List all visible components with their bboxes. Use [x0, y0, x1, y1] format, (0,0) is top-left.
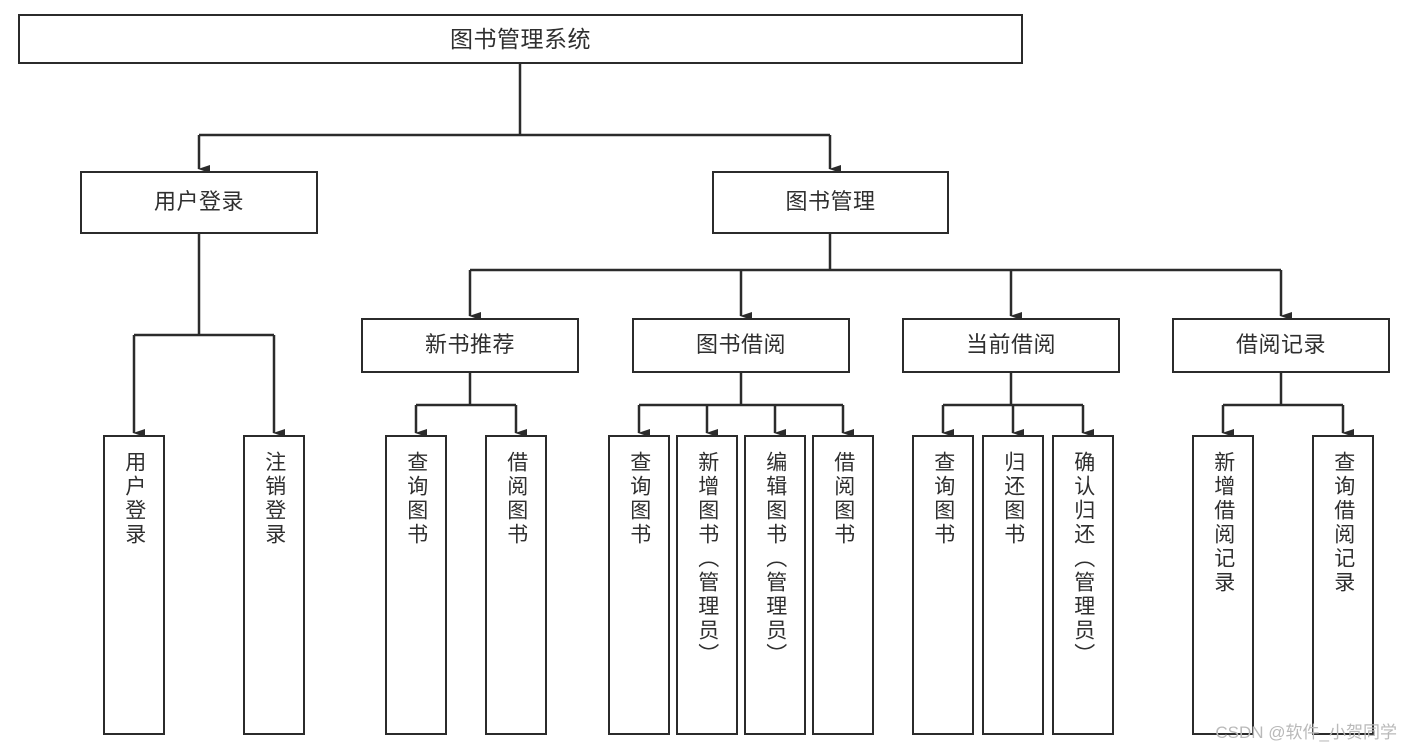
node-label-leaf-user-logout: 注销登录 — [262, 451, 286, 547]
node-label-leaf-bb-edit: 编辑图书（管理员） — [763, 451, 787, 667]
node-leaf-cb-return[interactable]: 归还图书 — [982, 435, 1044, 735]
node-label-leaf-cb-confirm: 确认归还（管理员） — [1071, 451, 1095, 667]
node-leaf-user-login[interactable]: 用户登录 — [103, 435, 165, 735]
node-label-leaf-bb-add: 新增图书（管理员） — [695, 451, 719, 667]
node-label-leaf-rec-query: 查询图书 — [404, 451, 428, 547]
node-label-leaf-br-query: 查询借阅记录 — [1331, 451, 1355, 595]
node-label-leaf-bb-borrow: 借阅图书 — [831, 451, 855, 547]
node-leaf-br-add[interactable]: 新增借阅记录 — [1192, 435, 1254, 735]
node-label-leaf-cb-query: 查询图书 — [931, 451, 955, 547]
node-leaf-bb-query[interactable]: 查询图书 — [608, 435, 670, 735]
node-root[interactable]: 图书管理系统 — [18, 14, 1023, 64]
node-label-leaf-cb-return: 归还图书 — [1001, 451, 1025, 547]
node-label-borrow-record: 借阅记录 — [1235, 332, 1326, 358]
node-leaf-bb-add[interactable]: 新增图书（管理员） — [676, 435, 738, 735]
node-label-user-login: 用户登录 — [153, 189, 244, 215]
node-book-borrow[interactable]: 图书借阅 — [632, 318, 850, 373]
node-leaf-user-logout[interactable]: 注销登录 — [243, 435, 305, 735]
node-leaf-cb-confirm[interactable]: 确认归还（管理员） — [1052, 435, 1114, 735]
node-label-book-borrow: 图书借阅 — [695, 332, 786, 358]
node-leaf-cb-query[interactable]: 查询图书 — [912, 435, 974, 735]
node-borrow-record[interactable]: 借阅记录 — [1172, 318, 1390, 373]
node-leaf-bb-edit[interactable]: 编辑图书（管理员） — [744, 435, 806, 735]
node-label-root: 图书管理系统 — [450, 25, 591, 52]
node-new-book-rec[interactable]: 新书推荐 — [361, 318, 579, 373]
node-leaf-br-query[interactable]: 查询借阅记录 — [1312, 435, 1374, 735]
node-label-leaf-bb-query: 查询图书 — [627, 451, 651, 547]
node-leaf-rec-borrow[interactable]: 借阅图书 — [485, 435, 547, 735]
node-user-login[interactable]: 用户登录 — [80, 171, 318, 234]
node-label-current-borrow: 当前借阅 — [965, 332, 1056, 358]
node-leaf-bb-borrow[interactable]: 借阅图书 — [812, 435, 874, 735]
node-leaf-rec-query[interactable]: 查询图书 — [385, 435, 447, 735]
node-book-manage[interactable]: 图书管理 — [712, 171, 949, 234]
node-current-borrow[interactable]: 当前借阅 — [902, 318, 1120, 373]
node-label-book-manage: 图书管理 — [785, 189, 876, 215]
node-label-leaf-br-add: 新增借阅记录 — [1211, 451, 1235, 595]
node-label-new-book-rec: 新书推荐 — [424, 332, 515, 358]
csdn-watermark: CSDN @软件_小贺同学 — [1215, 723, 1397, 742]
node-label-leaf-user-login: 用户登录 — [122, 451, 146, 547]
node-label-leaf-rec-borrow: 借阅图书 — [504, 451, 528, 547]
